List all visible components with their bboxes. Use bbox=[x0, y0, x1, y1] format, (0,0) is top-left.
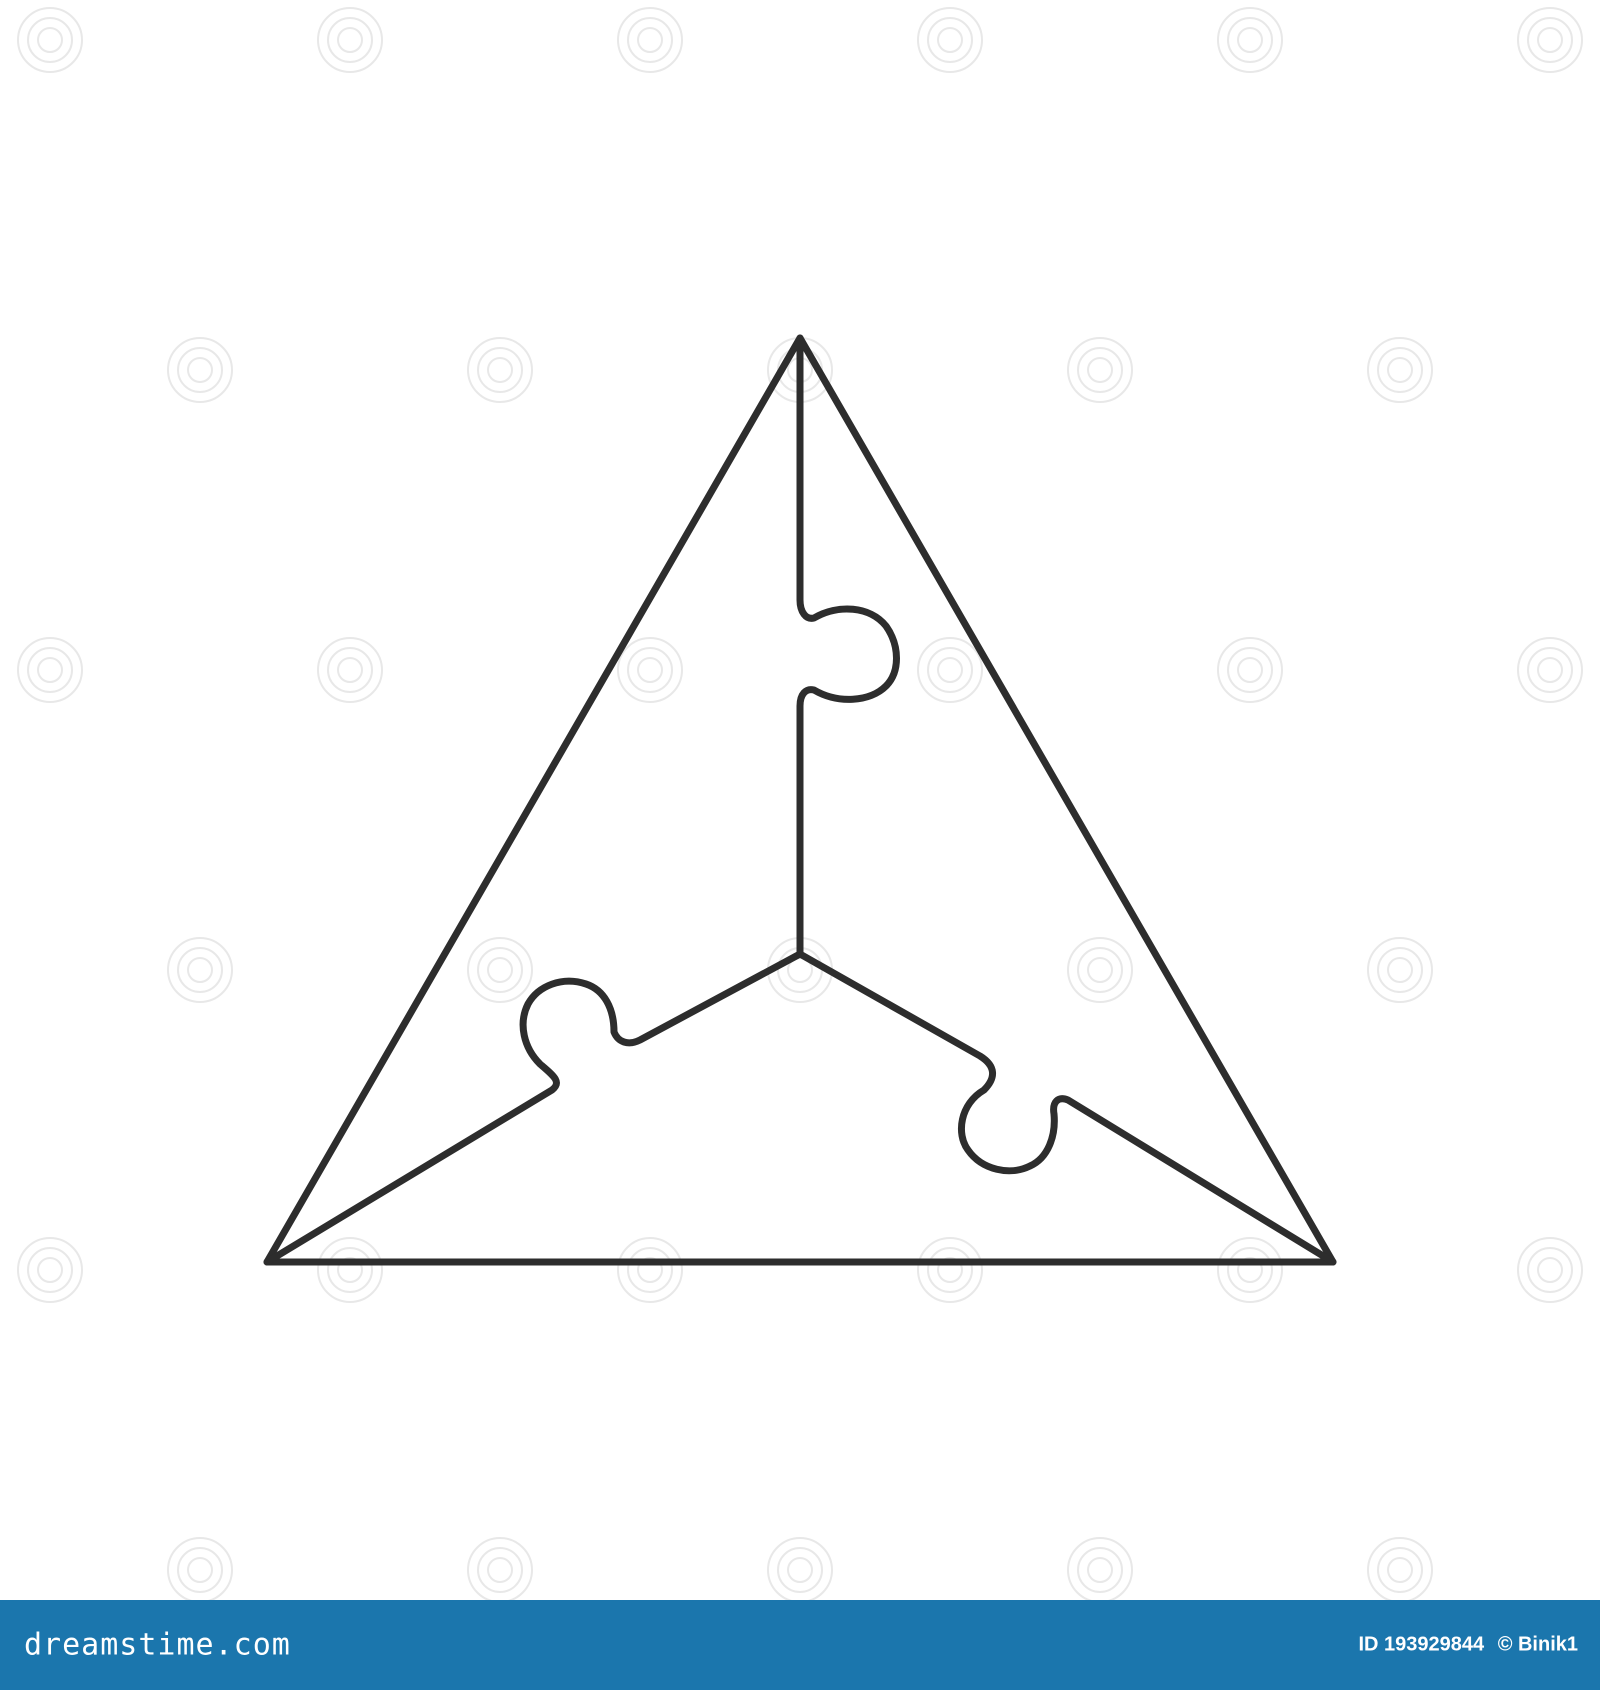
watermark-spiral-icon bbox=[1517, 1237, 1583, 1303]
watermark-spiral-icon bbox=[17, 1237, 83, 1303]
illustration-canvas bbox=[17, 7, 1583, 1600]
watermark-spiral-icon bbox=[1217, 1237, 1283, 1303]
watermark-spiral-icon bbox=[617, 1237, 683, 1303]
watermark-spiral-icon bbox=[467, 937, 533, 1003]
watermark-spiral-icon bbox=[1367, 937, 1433, 1003]
watermark-spiral-icon bbox=[1517, 7, 1583, 73]
watermark-spiral-icon bbox=[767, 1537, 833, 1600]
triangle-outline bbox=[263, 334, 1337, 1266]
puzzle-seam-right bbox=[796, 950, 1337, 1266]
watermark-spiral-icon bbox=[1217, 637, 1283, 703]
watermark-spiral-icon bbox=[1067, 1537, 1133, 1600]
brand-logo[interactable]: dreamstime.com bbox=[24, 1627, 291, 1663]
image-id: ID 193929844 bbox=[1358, 1633, 1485, 1656]
image-credit: ID 193929844 © Binik1 bbox=[1358, 1634, 1578, 1657]
watermark-spiral-icon bbox=[617, 637, 683, 703]
watermark-spiral-icon bbox=[17, 7, 83, 73]
watermark-spiral-icon bbox=[1217, 7, 1283, 73]
watermark-spiral-icon bbox=[467, 337, 533, 403]
watermark-spiral-icon bbox=[167, 1537, 233, 1600]
watermark-spiral-icon bbox=[317, 637, 383, 703]
puzzle-seam-left bbox=[263, 950, 804, 1266]
watermark-spiral-icon bbox=[917, 7, 983, 73]
watermark-spiral-icon bbox=[317, 7, 383, 73]
watermark-spiral-icon bbox=[1367, 337, 1433, 403]
watermark-spiral-icon bbox=[1067, 937, 1133, 1003]
puzzle-seam-top bbox=[796, 334, 900, 958]
watermark-spiral-icon bbox=[917, 637, 983, 703]
watermark-spiral-icon bbox=[617, 7, 683, 73]
watermark-pattern bbox=[17, 7, 1583, 1600]
footer-bar: dreamstime.com ID 193929844 © Binik1 bbox=[0, 1600, 1600, 1690]
watermark-spiral-icon bbox=[1067, 337, 1133, 403]
watermark-spiral-icon bbox=[1367, 1537, 1433, 1600]
watermark-spiral-icon bbox=[917, 1237, 983, 1303]
watermark-spiral-icon bbox=[167, 937, 233, 1003]
watermark-spiral-icon bbox=[467, 1537, 533, 1600]
copyright-author: © Binik1 bbox=[1497, 1633, 1578, 1656]
illustration-svg bbox=[17, 7, 1583, 1600]
watermark-spiral-icon bbox=[167, 337, 233, 403]
watermark-spiral-icon bbox=[1517, 637, 1583, 703]
watermark-spiral-icon bbox=[317, 1237, 383, 1303]
watermark-spiral-icon bbox=[17, 637, 83, 703]
